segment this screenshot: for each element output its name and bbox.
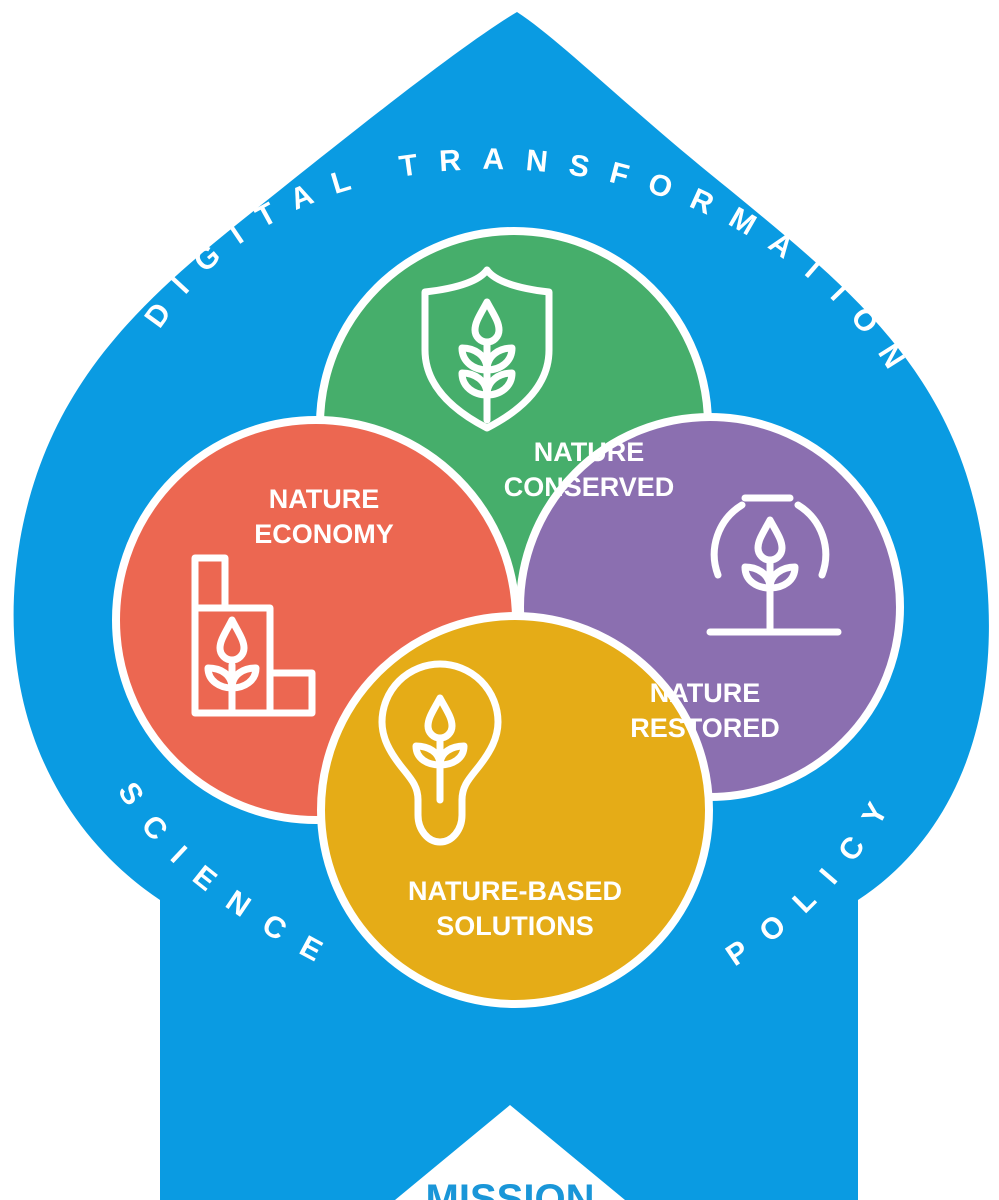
blocks-plant-icon: [191, 554, 316, 717]
label-nature-conserved-line1: NATURE: [534, 437, 645, 467]
lightbulb-plant-icon: [378, 660, 502, 846]
circle-nature-based-solutions: [317, 612, 713, 1008]
shield-plant-icon: [421, 266, 553, 432]
label-nature-based-solutions-line2: SOLUTIONS: [436, 911, 594, 941]
label-nature-conserved-line2: CONSERVED: [504, 472, 675, 502]
cycle-plant-icon: [706, 494, 842, 636]
label-nature-based-solutions-line1: NATURE-BASED: [408, 876, 622, 906]
label-nature-economy-line1: NATURE: [269, 484, 380, 514]
mission-label: MISSION: [426, 1177, 595, 1200]
label-nature-restored-line1: NATURE: [650, 678, 761, 708]
label-nature-restored-line2: RESTORED: [630, 713, 780, 743]
label-nature-economy-line2: ECONOMY: [254, 519, 394, 549]
